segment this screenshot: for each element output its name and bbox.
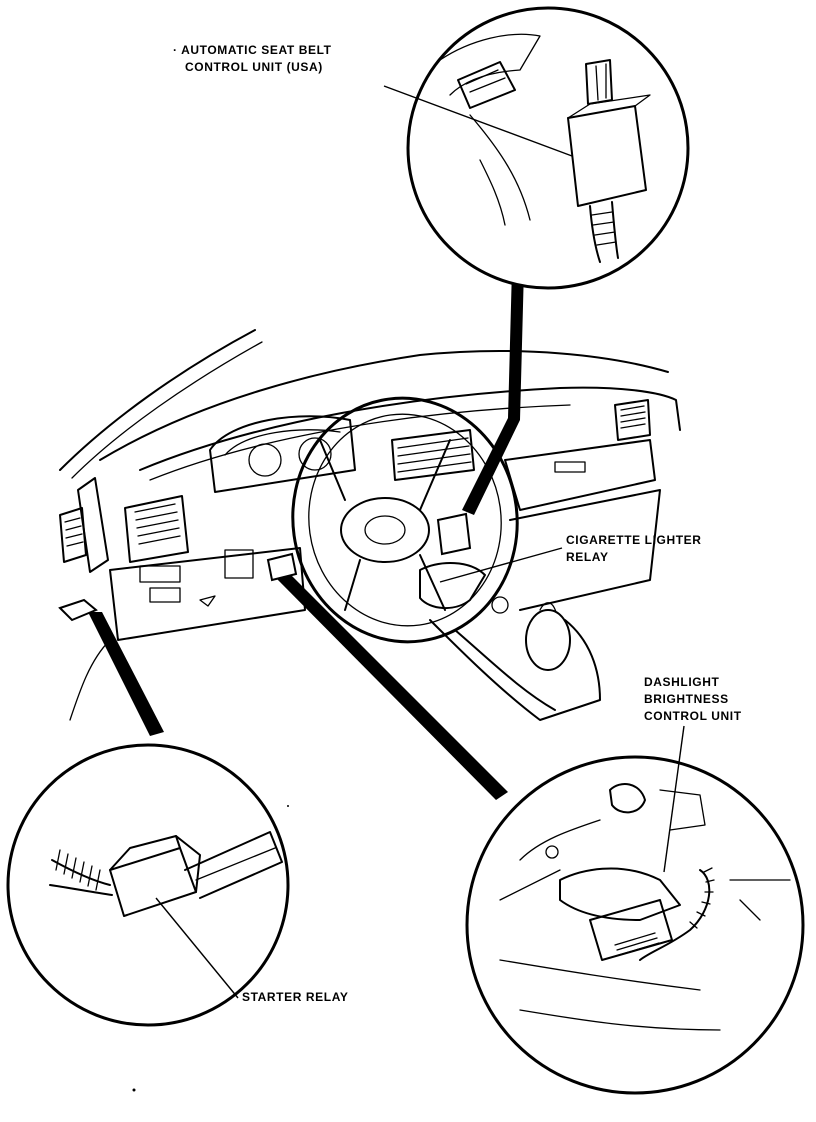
connector-band-bottom (276, 574, 508, 800)
label-dashlight-brightness-control-unit: DASHLIGHT BRIGHTNESS CONTROL UNIT (644, 674, 742, 725)
label-line: · AUTOMATIC SEAT BELT (173, 43, 332, 57)
seat-belt-unit-detail (406, 6, 690, 290)
label-line: STARTER RELAY (242, 990, 349, 1004)
leader-seat-belt-unit (383, 85, 573, 157)
label-line: CIGARETTE LIGHTER (566, 533, 702, 547)
label-cigarette-lighter-relay: CIGARETTE LIGHTER RELAY (566, 532, 702, 566)
leader-starter-relay (155, 897, 239, 999)
label-line: DASHLIGHT (644, 675, 720, 689)
dashboard-overview-drawing (58, 329, 681, 721)
label-line: BRIGHTNESS (644, 692, 729, 706)
label-starter-relay: STARTER RELAY (242, 989, 348, 1006)
label-line: RELAY (566, 550, 609, 564)
leader-dashlight-unit (663, 725, 685, 873)
connector-band-left (88, 612, 164, 736)
label-automatic-seat-belt-control-unit: · AUTOMATIC SEAT BELT CONTROL UNIT (USA) (173, 42, 332, 76)
label-line: CONTROL UNIT (USA) (185, 60, 323, 74)
starter-relay-detail (6, 743, 290, 1027)
dashlight-unit-detail (465, 755, 805, 1095)
label-line: CONTROL UNIT (644, 709, 742, 723)
leader-cigarette-relay (439, 547, 563, 583)
